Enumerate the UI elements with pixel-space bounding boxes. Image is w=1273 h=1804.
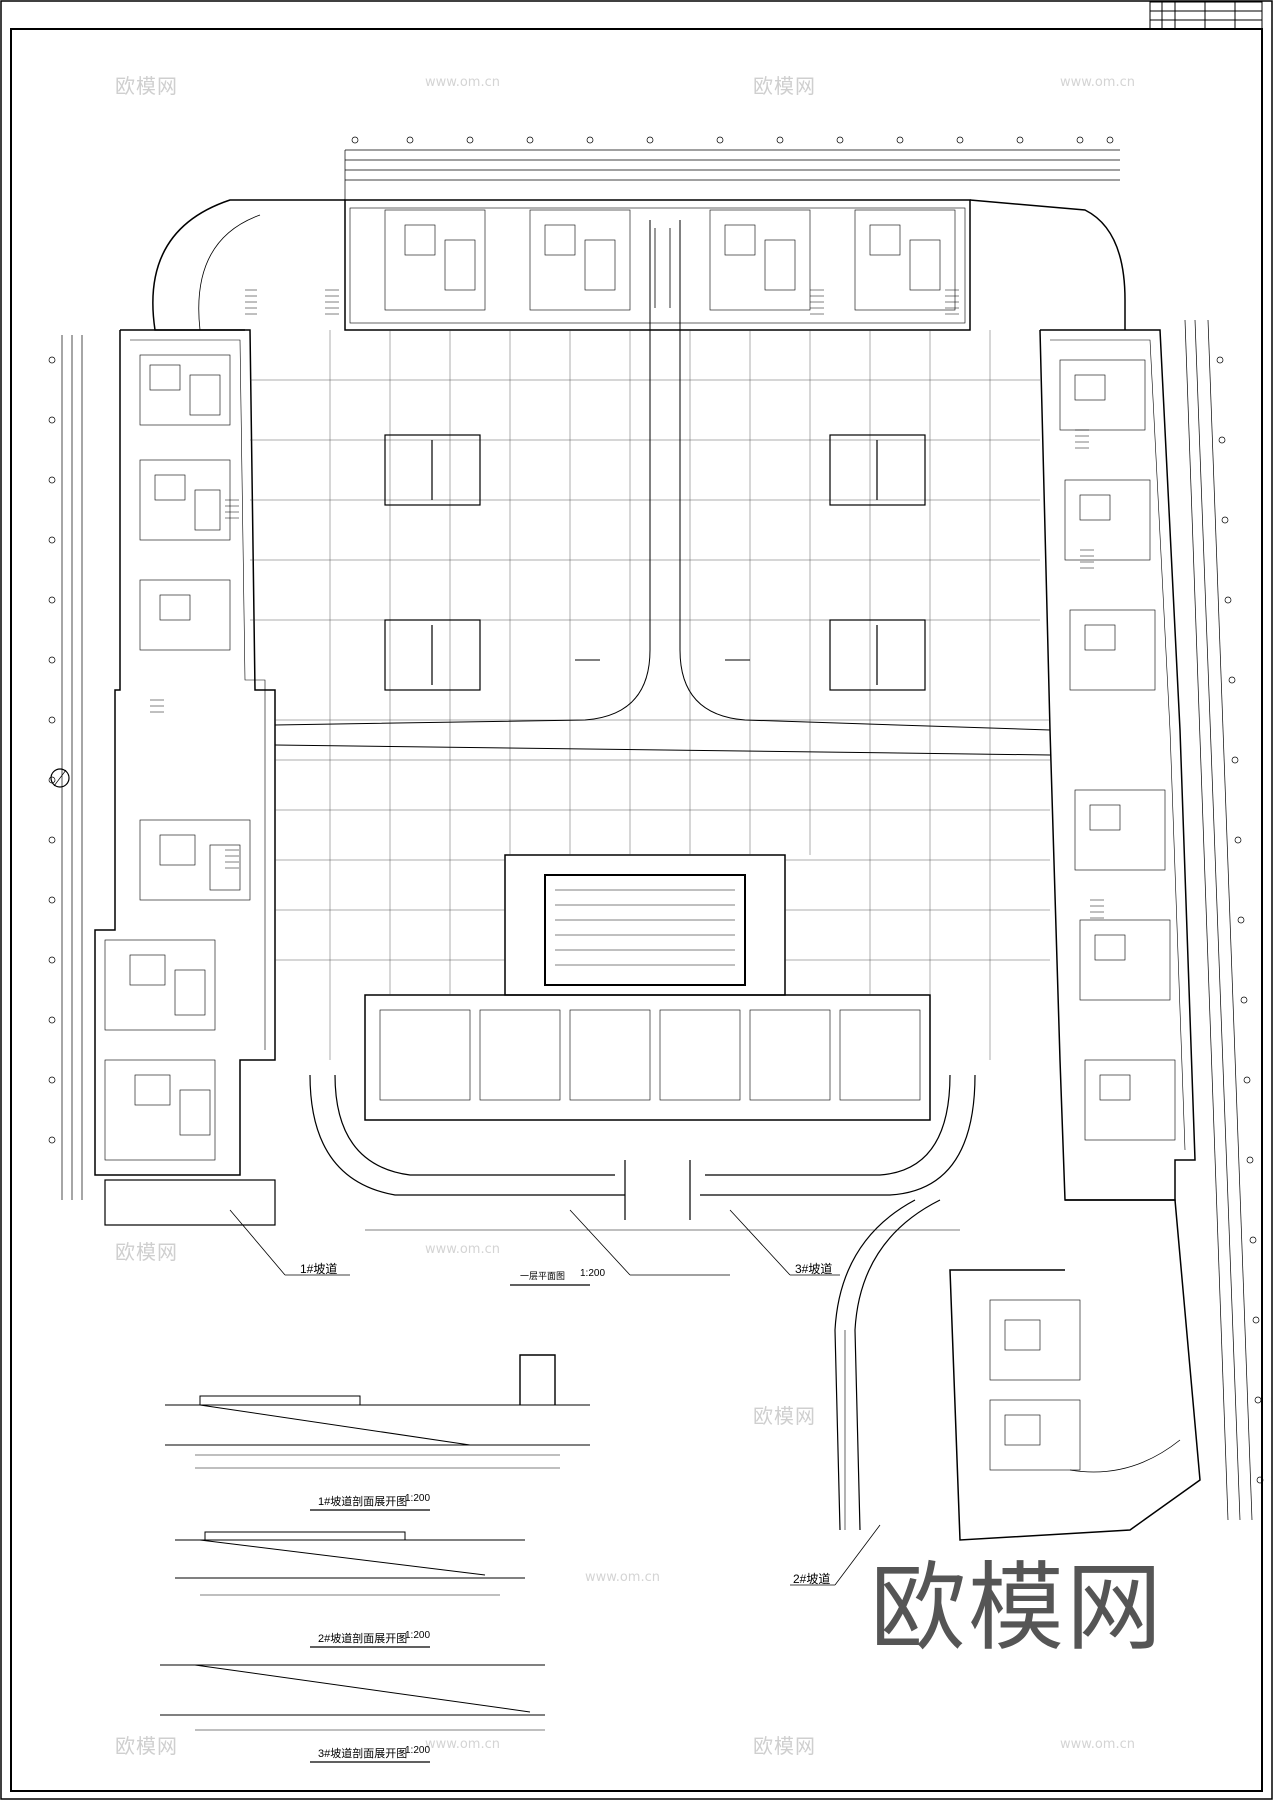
section-3-title: 3#坡道剖面展开图 [318,1748,408,1760]
watermark-brand: 欧模网 [115,1734,178,1758]
watermark-url: www.om.cn [425,1242,500,1257]
watermark-brand: 欧模网 [753,1404,816,1428]
section-3 [160,1664,545,1763]
watermark-brand: 欧模网 [753,74,816,98]
access-roads [274,220,1051,756]
stair-hatching [150,228,1104,919]
top-wing [344,199,971,331]
watermark-brand: 欧模网 [753,1734,816,1758]
section-2 [175,1531,525,1648]
watermark-url: www.om.cn [585,1570,660,1585]
section-1-scale: 1:200 [405,1493,431,1504]
right-dimensions [1184,319,1253,1521]
inner-border [10,28,1263,1792]
watermark-url: www.om.cn [1060,1737,1135,1752]
unit-detailing [104,209,1176,1471]
section-2-scale: 1:200 [405,1630,431,1641]
brand-watermark-large: 欧模网 [870,1552,1164,1664]
plan-title: 一层平面图 [520,1271,566,1281]
watermark-url: www.om.cn [425,75,500,90]
title-block [1149,1,1263,30]
top-dimensions [344,149,1120,200]
bottom-center-block [364,854,931,1121]
top-right-curve [969,199,1126,330]
grid-bubbles [48,136,1264,1484]
watermark-brand: 欧模网 [115,74,178,98]
top-left-curve [152,199,345,331]
ramps [104,1074,976,1531]
leaders [229,1209,881,1586]
watermark-brand: 欧模网 [115,1240,178,1264]
left-wing [94,329,276,1176]
ramp-label-3: 3#坡道 [795,1262,833,1276]
plan-scale: 1:200 [580,1268,606,1279]
courtyard-grid [250,330,1050,1060]
section-1 [165,1354,590,1511]
right-wing [1039,329,1196,1201]
watermark-url: www.om.cn [425,1737,500,1752]
section-3-scale: 1:200 [405,1745,431,1756]
service-cores [384,434,926,691]
north-arrow [50,768,70,788]
ramp-label-1: 1#坡道 [300,1262,338,1276]
section-2-title: 2#坡道剖面展开图 [318,1633,408,1645]
ramp-label-2: 2#坡道 [793,1572,831,1586]
lower-right-block [949,1199,1201,1541]
section-1-title: 1#坡道剖面展开图 [318,1496,408,1508]
left-dimensions [61,335,83,1200]
watermark-url: www.om.cn [1060,75,1135,90]
